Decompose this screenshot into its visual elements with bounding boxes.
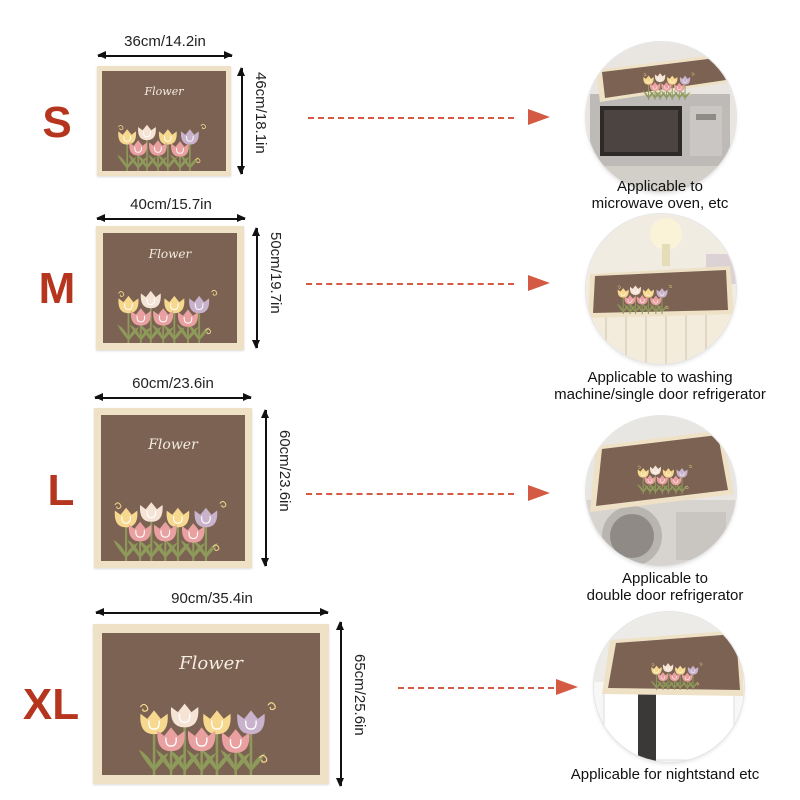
dashed-arrow-icon [308, 117, 514, 119]
mat-surface: Flower [101, 415, 245, 561]
height-label: 50cm/19.7in [267, 232, 284, 314]
size-label: M [38, 264, 76, 313]
dimension-arrow-icon [262, 409, 268, 567]
usage-photo-nightstand [594, 612, 744, 762]
caption-line-1: Applicable to washing [587, 369, 733, 386]
caption-line-1: Applicable to [622, 570, 708, 587]
dimension-arrow-icon [253, 227, 259, 349]
usage-photo-washing-machine [586, 214, 736, 364]
dashed-arrow-icon [398, 687, 554, 689]
arrow-head-icon [528, 485, 550, 501]
dimension-arrow-icon [97, 52, 233, 58]
dimension-arrow-icon [238, 67, 244, 175]
caption-line-2: machine/single door refrigerator [554, 386, 766, 403]
usage-photo-fridge [586, 416, 736, 566]
width-label: 90cm/35.4in [171, 590, 253, 607]
caption-line-1: Applicable for nightstand etc [570, 766, 760, 783]
arrow-head-icon [528, 275, 550, 291]
height-label: 46cm/18.1in [252, 72, 269, 154]
tulip-icon [113, 501, 227, 561]
width-label: 40cm/15.7in [130, 196, 212, 213]
dashed-arrow-icon [306, 283, 514, 285]
mat-title: Flower [148, 247, 192, 261]
mat-preview: Flower [94, 408, 252, 568]
mat-preview: Flower [97, 66, 231, 176]
size-label: L [47, 466, 75, 515]
mat-preview: Flower [96, 226, 244, 350]
usage-caption: Applicable to washing machine/single doo… [510, 369, 800, 403]
mat-surface: Flower [102, 633, 320, 775]
usage-photo-microwave [586, 42, 736, 192]
size-label: XL [22, 680, 80, 729]
mat-title: Flower [144, 85, 184, 98]
dimension-arrow-icon [337, 621, 343, 787]
usage-caption: Applicable to microwave oven, etc [560, 178, 760, 212]
mat-title: Flower [179, 653, 243, 674]
caption-line-1: Applicable to [617, 178, 703, 195]
tulip-icon [138, 702, 276, 775]
mat-surface: Flower [103, 233, 237, 343]
tulip-icon [637, 464, 692, 494]
tulip-icon [117, 289, 218, 343]
caption-line-2: double door refrigerator [586, 587, 744, 604]
height-label: 60cm/23.6in [276, 430, 293, 512]
width-label: 60cm/23.6in [132, 375, 214, 392]
dashed-arrow-icon [306, 493, 514, 495]
dimension-arrow-icon [95, 609, 329, 615]
tulip-icon [642, 72, 695, 100]
arrow-head-icon [556, 679, 578, 695]
mat-title: Flower [148, 437, 198, 453]
tulip-icon [617, 284, 672, 314]
tulip-icon [117, 123, 206, 171]
caption-line-2: microwave oven, etc [591, 195, 729, 212]
tulip-icon [650, 662, 703, 690]
arrow-head-icon [528, 109, 550, 125]
dimension-arrow-icon [96, 215, 246, 221]
mat-preview: Flower [93, 624, 329, 784]
usage-caption: Applicable to double door refrigerator [540, 570, 790, 604]
width-label: 36cm/14.2in [124, 33, 206, 50]
mat-surface: Flower [102, 71, 226, 171]
usage-caption: Applicable for nightstand etc [540, 766, 790, 783]
size-label: S [42, 98, 72, 147]
dimension-arrow-icon [94, 394, 252, 400]
height-label: 65cm/25.6in [351, 654, 368, 736]
